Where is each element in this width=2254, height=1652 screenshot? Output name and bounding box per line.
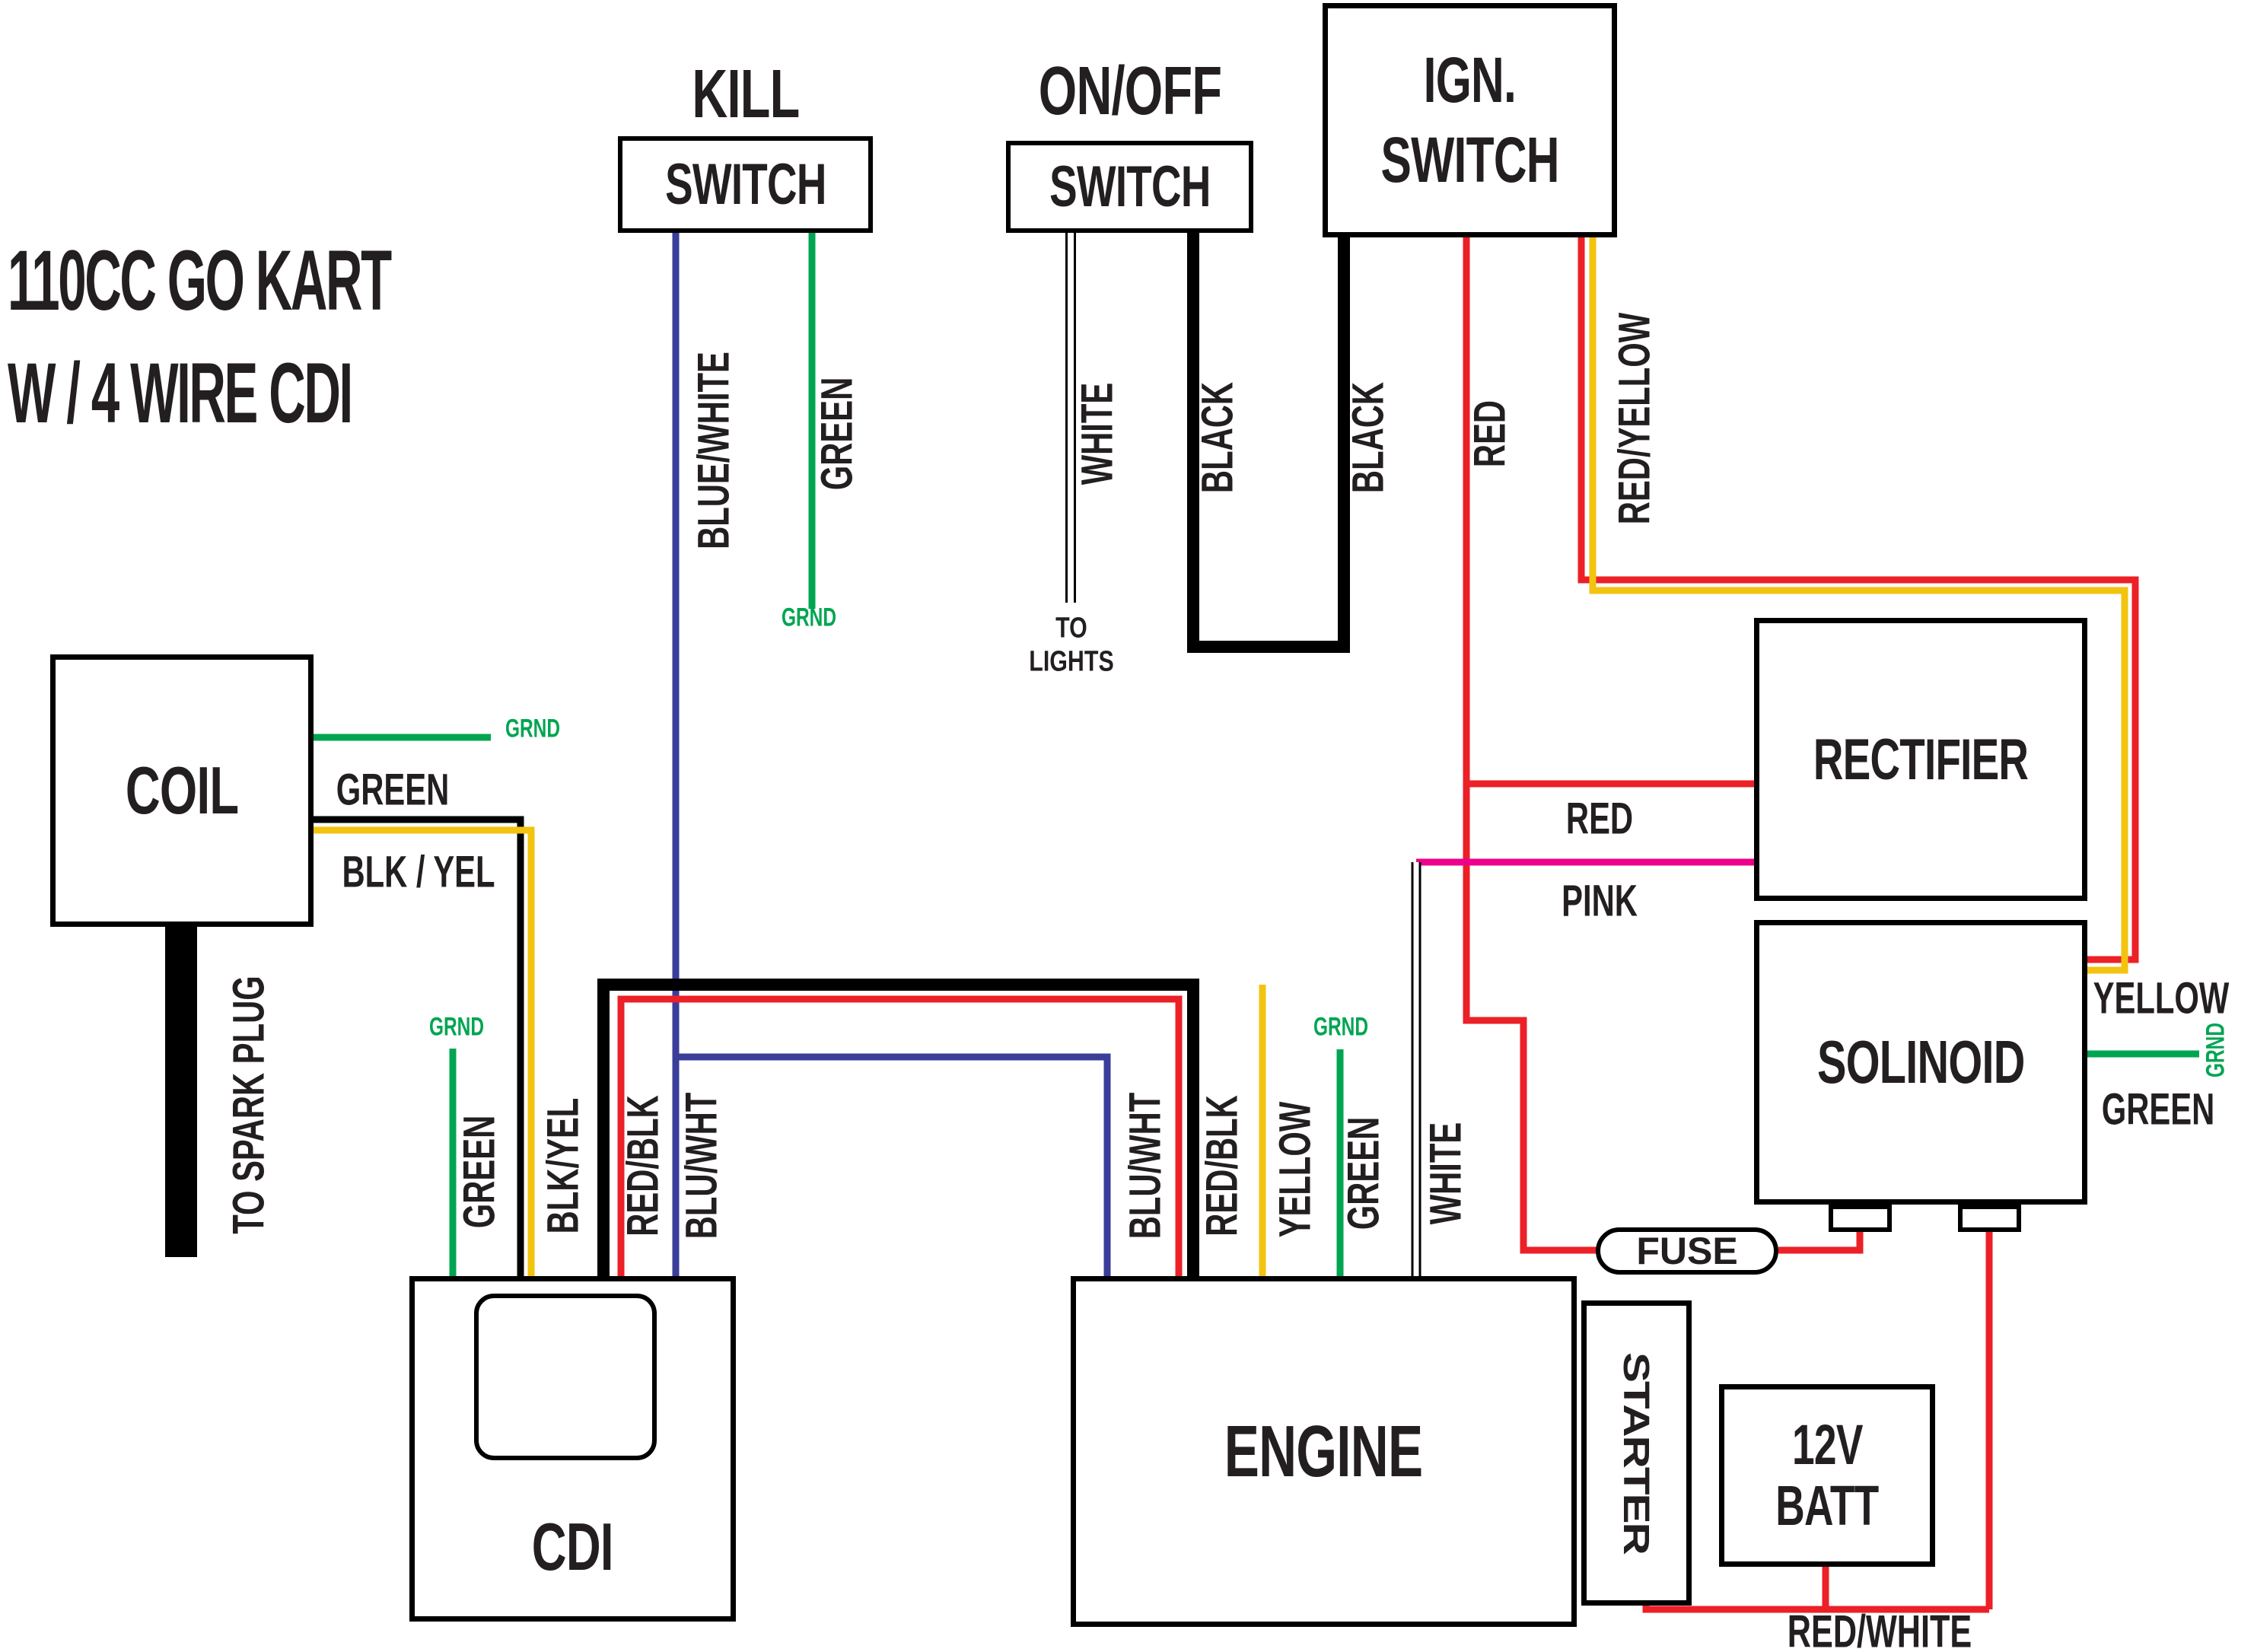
label-yellow-solenoid: YELLOW — [2093, 973, 2230, 1023]
solenoid-terminal-right — [1958, 1205, 2021, 1232]
ign-switch-label-line2: SWITCH — [1380, 124, 1559, 196]
engine-label: ENGINE — [1224, 1410, 1423, 1492]
starter-label: STARTER — [1616, 1352, 1657, 1554]
label-blu-wht-engine: BLU/WHT — [1120, 1092, 1170, 1240]
rectifier-box: RECTIFIER — [1754, 618, 2087, 901]
label-red-blk-engine: RED/BLK — [1197, 1095, 1247, 1237]
spark-plug-lead — [165, 927, 197, 1257]
wire-red-cdi-to-engine — [617, 995, 1183, 1276]
label-grnd-solenoid: GRND — [2201, 1022, 2230, 1078]
onoff-switch-heading-text: ON/OFF — [1038, 53, 1221, 129]
label-white-onoff: WHITE — [1072, 382, 1122, 485]
solenoid-box: SOLINOID — [1754, 920, 2087, 1205]
label-grnd-coil: GRND — [505, 714, 561, 743]
label-blk-yel-coil: BLK / YEL — [342, 847, 495, 897]
wire-yellow-of-red-yellow-pair — [1589, 237, 2128, 974]
label-red-white: RED/WHITE — [1787, 1606, 1972, 1652]
kill-switch-label: SWITCH — [664, 152, 826, 217]
coil-label: COIL — [125, 753, 239, 828]
wire-red-white-bus — [1642, 1604, 1989, 1613]
solenoid-terminal-left — [1829, 1205, 1892, 1232]
wire-red-fuse-to-solenoid — [1778, 1230, 1864, 1254]
engine-box: ENGINE — [1071, 1276, 1577, 1627]
cdi-inner-module — [474, 1294, 657, 1460]
battery-label-line2: BATT — [1775, 1474, 1879, 1537]
wire-red-ign-to-fuse — [1463, 237, 1598, 1254]
kill-switch-heading-text: KILL — [691, 56, 800, 132]
label-to-lights: TO LIGHTS — [1029, 612, 1114, 677]
diagram-title: 110CC GO KART W / 4 WIRE CDI — [8, 224, 392, 450]
fuse-box: FUSE — [1596, 1227, 1778, 1275]
label-black-left: BLACK — [1192, 381, 1243, 494]
diagram-title-line2: W / 4 WIRE CDI — [8, 345, 353, 441]
label-yellow-engine: YELLOW — [1270, 1101, 1320, 1238]
wire-red-of-red-yellow-pair — [1577, 237, 2139, 963]
label-to-spark-plug: TO SPARK PLUG — [224, 976, 274, 1234]
coil-box: COIL — [50, 654, 314, 927]
battery-box: 12V BATT — [1719, 1384, 1935, 1567]
kill-switch-box: SWITCH — [618, 136, 873, 233]
wire-black-onoff-to-ign — [1187, 233, 1350, 653]
label-green-solenoid: GREEN — [2101, 1084, 2215, 1135]
ign-switch-box: IGN. SWITCH — [1323, 3, 1617, 237]
onoff-switch-heading: ON/OFF — [1006, 50, 1253, 132]
label-red-blk-cdi: RED/BLK — [618, 1095, 668, 1237]
label-green-engine: GREEN — [1339, 1116, 1389, 1230]
label-grnd-kill: GRND — [781, 603, 837, 632]
label-blu-wht-cdi: BLU/WHT — [677, 1092, 727, 1240]
wire-black-cdi-to-engine — [597, 979, 1199, 1276]
onoff-switch-label: SWITCH — [1049, 154, 1211, 219]
label-white-engine: WHITE — [1421, 1122, 1471, 1225]
battery-label-line1: 12V — [1791, 1413, 1863, 1477]
wire-blue-white-branch-to-engine — [676, 1053, 1111, 1276]
label-black-right: BLACK — [1343, 381, 1393, 494]
cdi-label: CDI — [532, 1509, 614, 1584]
label-red-ign: RED — [1465, 399, 1515, 468]
label-red-yellow: RED/YELLOW — [1609, 312, 1660, 525]
diagram-title-line1: 110CC GO KART — [8, 233, 392, 328]
starter-box: STARTER — [1581, 1300, 1692, 1606]
label-pink: PINK — [1562, 876, 1638, 926]
label-green-cdi: GREEN — [454, 1115, 505, 1229]
wire-yellow-coil-to-cdi — [314, 826, 535, 1276]
label-green-kill: GREEN — [812, 377, 862, 491]
label-grnd-engine: GRND — [1313, 1012, 1369, 1042]
rectifier-label: RECTIFIER — [1813, 727, 2029, 792]
label-green-coil: GREEN — [336, 765, 450, 815]
label-red-rectifier: RED — [1565, 794, 1634, 844]
ign-switch-label-line1: IGN. — [1423, 44, 1517, 116]
onoff-switch-box: SWITCH — [1006, 141, 1253, 233]
label-blk-yel-cdi: BLK/YEL — [538, 1097, 588, 1234]
kill-switch-heading: KILL — [618, 55, 873, 135]
solenoid-label: SOLINOID — [1816, 1028, 2025, 1096]
label-blue-white: BLUE/WHITE — [689, 352, 739, 549]
wire-black-coil-to-cdi — [314, 816, 524, 1276]
fuse-label: FUSE — [1636, 1230, 1738, 1272]
label-grnd-cdi: GRND — [428, 1012, 485, 1042]
